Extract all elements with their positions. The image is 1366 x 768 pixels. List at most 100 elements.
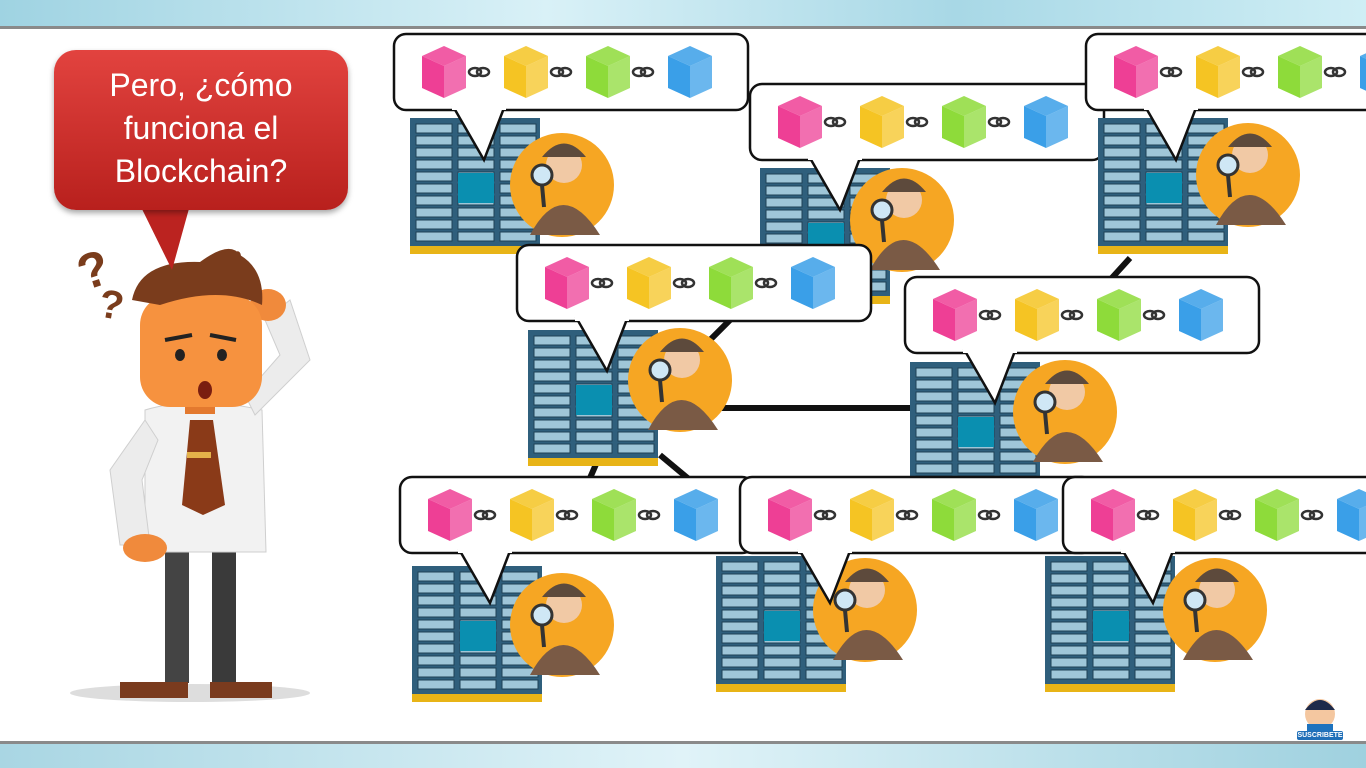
block-cube-left xyxy=(428,499,450,541)
blockchain-node xyxy=(716,475,1096,692)
chain-link-icon xyxy=(813,509,829,521)
bottom-background-band xyxy=(0,744,1366,768)
chain-link-icon xyxy=(563,509,579,521)
man-shadow xyxy=(70,684,310,702)
block-cube-right xyxy=(649,267,671,309)
subscribe-badge-label[interactable]: SUSCRIBETE xyxy=(1297,731,1343,740)
magnifier-icon xyxy=(1033,390,1057,414)
block-cube-right xyxy=(690,56,712,98)
man-tie-clip xyxy=(187,452,211,458)
chain-link-icon xyxy=(555,509,571,521)
man-face xyxy=(140,295,262,407)
chain-link-icon xyxy=(1068,309,1084,321)
block-cube-left xyxy=(504,56,526,98)
block-cube-right xyxy=(1359,505,1366,541)
chain-link-icon xyxy=(1142,309,1158,321)
confused-man-illustration: ? ? xyxy=(70,239,311,702)
block-cube-right xyxy=(955,299,977,341)
man-left-shoe xyxy=(120,682,188,698)
block-cube-right xyxy=(1119,299,1141,341)
server-rack-icon xyxy=(410,118,540,254)
detective-icon xyxy=(1163,558,1267,662)
magnifier-icon xyxy=(833,588,857,612)
block-cube-top xyxy=(1360,53,1366,59)
chain-link-icon xyxy=(977,509,993,521)
question-speech-bubble xyxy=(54,50,348,210)
server-rack-icon xyxy=(1098,118,1228,254)
block-cube-left xyxy=(422,56,444,98)
top-background-band xyxy=(0,0,1366,26)
block-cube-right xyxy=(1037,299,1059,341)
block-cube-left xyxy=(1024,106,1046,148)
block-cube-left xyxy=(1196,56,1218,98)
magnifier-icon xyxy=(1183,588,1207,612)
chain-link-icon xyxy=(631,66,647,78)
chain-link-icon xyxy=(895,509,911,521)
block-cube-left xyxy=(1091,499,1113,541)
man-left-eye xyxy=(175,349,185,361)
chain-link-icon xyxy=(1167,66,1183,78)
block-cube-right xyxy=(1300,56,1322,98)
man-tie xyxy=(182,420,225,515)
block-cube-left xyxy=(1278,56,1300,98)
block-cube-right xyxy=(790,499,812,541)
block-cube-left xyxy=(860,106,882,148)
blockchain-node xyxy=(903,275,1261,498)
block-cube-right xyxy=(1046,106,1068,148)
chain-link-icon xyxy=(672,277,688,289)
chain-link-icon xyxy=(598,277,614,289)
detective-icon xyxy=(510,133,614,237)
block-cube-right xyxy=(450,499,472,541)
man-left-hand xyxy=(123,534,167,562)
magnifier-icon xyxy=(870,198,894,222)
chain-link-icon xyxy=(1300,509,1316,521)
block-cube-right xyxy=(1036,499,1058,541)
chain-link-icon xyxy=(1308,509,1324,521)
chain-link-icon xyxy=(557,66,573,78)
block-cube-right xyxy=(1136,56,1158,98)
chain-link-icon xyxy=(1159,66,1175,78)
subscribe-badge[interactable] xyxy=(1305,699,1335,734)
chain-link-icon xyxy=(467,66,483,78)
block-cube-right xyxy=(731,267,753,309)
block-cube-left xyxy=(850,499,872,541)
block-cube-right xyxy=(1201,299,1223,341)
block-cube-left xyxy=(778,106,800,148)
block-cube-left xyxy=(668,56,690,98)
chain-link-icon xyxy=(1218,509,1234,521)
chain-link-icon xyxy=(978,309,994,321)
chain-link-icon xyxy=(1331,66,1347,78)
chain-link-icon xyxy=(549,66,565,78)
chain-link-icon xyxy=(995,116,1011,128)
detective-icon xyxy=(628,328,732,432)
chain-link-icon xyxy=(823,116,839,128)
block-cube-left xyxy=(1255,499,1277,541)
chain-link-icon xyxy=(1226,509,1242,521)
question-text: Pero, ¿cómo funciona el Blockchain? xyxy=(109,67,293,189)
chain-link-icon xyxy=(821,509,837,521)
block-cube-right xyxy=(567,267,589,309)
block-cube-right xyxy=(954,499,976,541)
chain-link-icon xyxy=(905,116,921,128)
block-cube-left xyxy=(1337,499,1359,541)
block-cube-left xyxy=(510,499,532,541)
chain-link-icon xyxy=(481,509,497,521)
chain-link-icon xyxy=(985,509,1001,521)
block-cube-left xyxy=(933,299,955,341)
block-cube-right xyxy=(608,56,630,98)
speech-bubble-tail xyxy=(140,205,190,270)
chain-link-icon xyxy=(762,277,778,289)
chain-link-icon xyxy=(903,509,919,521)
block-cube-left xyxy=(1097,299,1119,341)
chain-link-icon xyxy=(645,509,661,521)
block-cube-right xyxy=(800,106,822,148)
detective-icon xyxy=(813,558,917,662)
detective-icon xyxy=(1196,123,1300,227)
man-right-leg xyxy=(212,548,236,683)
block-cube-right xyxy=(813,267,835,309)
block-cube-left xyxy=(545,267,567,309)
block-cube-left xyxy=(1179,299,1201,341)
chain-link-icon xyxy=(637,509,653,521)
block-cube-left xyxy=(791,267,813,309)
